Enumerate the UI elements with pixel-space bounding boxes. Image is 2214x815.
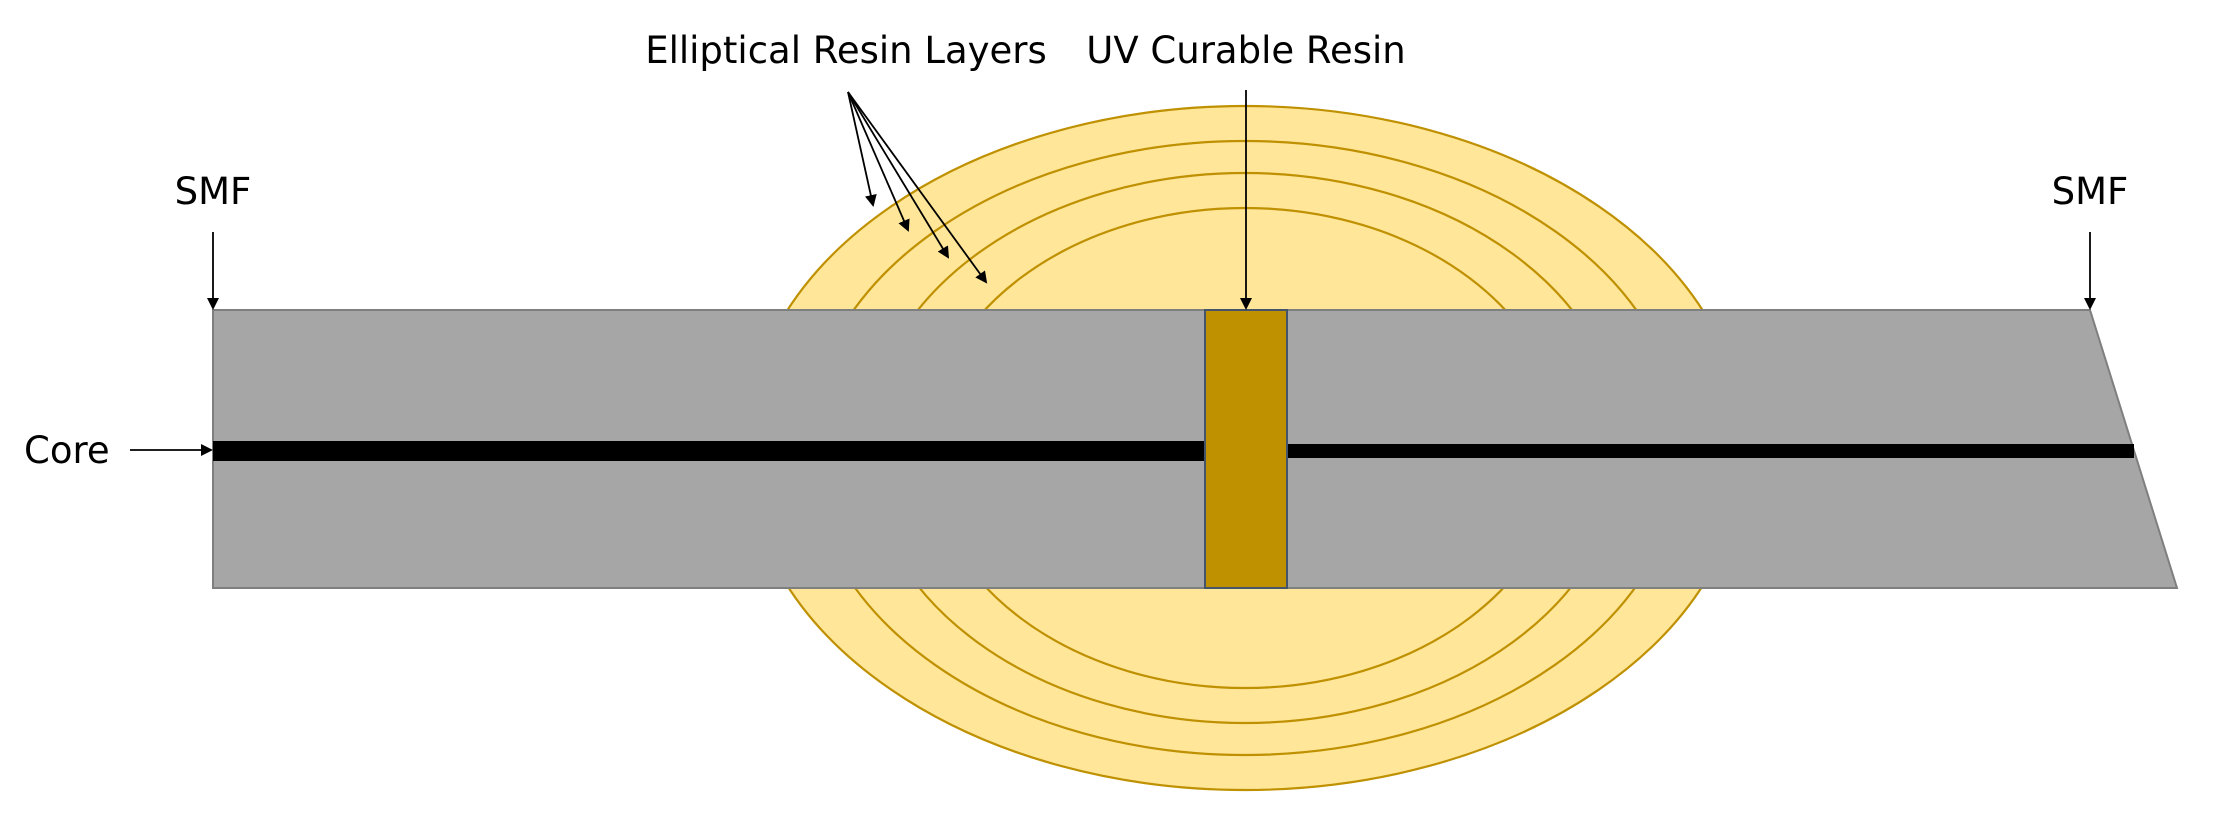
annotation-arrows	[130, 90, 2096, 456]
core-left	[213, 441, 1205, 461]
arrow-resin-layer-2	[847, 91, 910, 232]
label-smf-left: SMF	[175, 170, 252, 213]
label-smf-right: SMF	[2052, 170, 2129, 213]
uv-curable-resin-block	[1204, 309, 1288, 589]
arrow-resin-layer-3	[847, 91, 950, 259]
label-uv-curable-resin: UV Curable Resin	[1086, 29, 1405, 72]
arrow-resin-layer-1	[847, 91, 877, 207]
label-core: Core	[24, 429, 110, 472]
label-elliptical-resin-layers: Elliptical Resin Layers	[645, 29, 1047, 72]
arrow-resin-layer-4	[847, 91, 988, 284]
core-right	[1287, 444, 2134, 458]
